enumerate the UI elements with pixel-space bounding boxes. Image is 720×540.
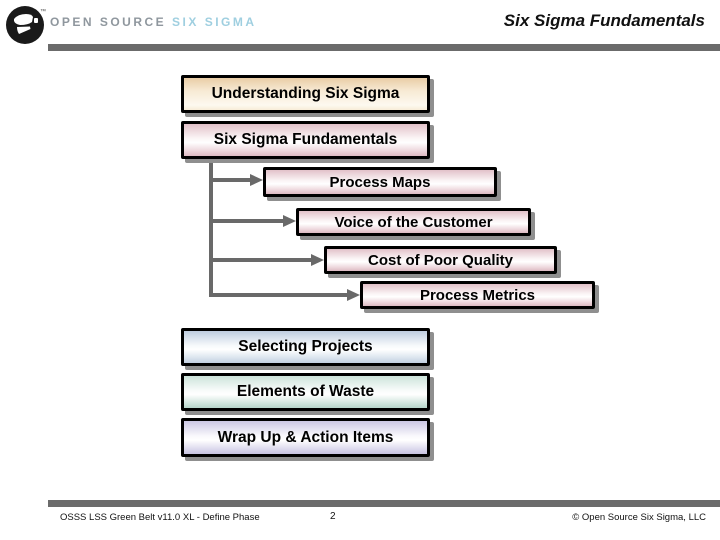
connector-branch-2 (209, 219, 284, 223)
brand-primary: OPEN SOURCE (50, 15, 167, 29)
connector-branch-1 (209, 178, 251, 182)
footer-copyright: © Open Source Six Sigma, LLC (572, 512, 706, 523)
arrowhead-icon (311, 254, 324, 266)
svg-text:™: ™ (40, 8, 46, 15)
slide-title: Six Sigma Fundamentals (503, 11, 705, 30)
agenda-box-selecting-projects: Selecting Projects (181, 328, 430, 366)
agenda-subbox-process-maps: Process Maps (263, 167, 497, 197)
agenda-box-understanding-six-sigma: Understanding Six Sigma (181, 75, 430, 113)
osss-logo-icon: ™ (4, 3, 48, 47)
agenda-subbox-voice-of-the-customer: Voice of the Customer (296, 208, 531, 236)
brand-text: OPEN SOURCE SIX SIGMA (50, 15, 257, 29)
arrowhead-icon (283, 215, 296, 227)
footer-rule (48, 500, 720, 507)
page-number: 2 (330, 511, 336, 522)
header-rule (48, 44, 720, 51)
connector-branch-3 (209, 258, 312, 262)
arrowhead-icon (347, 289, 360, 301)
agenda-subbox-cost-of-poor-quality: Cost of Poor Quality (324, 246, 557, 274)
agenda-box-elements-of-waste: Elements of Waste (181, 373, 430, 411)
footer-course-label: OSSS LSS Green Belt v11.0 XL - Define Ph… (60, 512, 260, 523)
agenda-box-wrap-up-action-items: Wrap Up & Action Items (181, 418, 430, 457)
agenda-subbox-process-metrics: Process Metrics (360, 281, 595, 309)
brand-accent: SIX SIGMA (172, 15, 257, 29)
connector-vertical-line (209, 159, 213, 297)
connector-branch-4 (209, 293, 348, 297)
arrowhead-icon (250, 174, 263, 186)
agenda-box-six-sigma-fundamentals: Six Sigma Fundamentals (181, 121, 430, 159)
